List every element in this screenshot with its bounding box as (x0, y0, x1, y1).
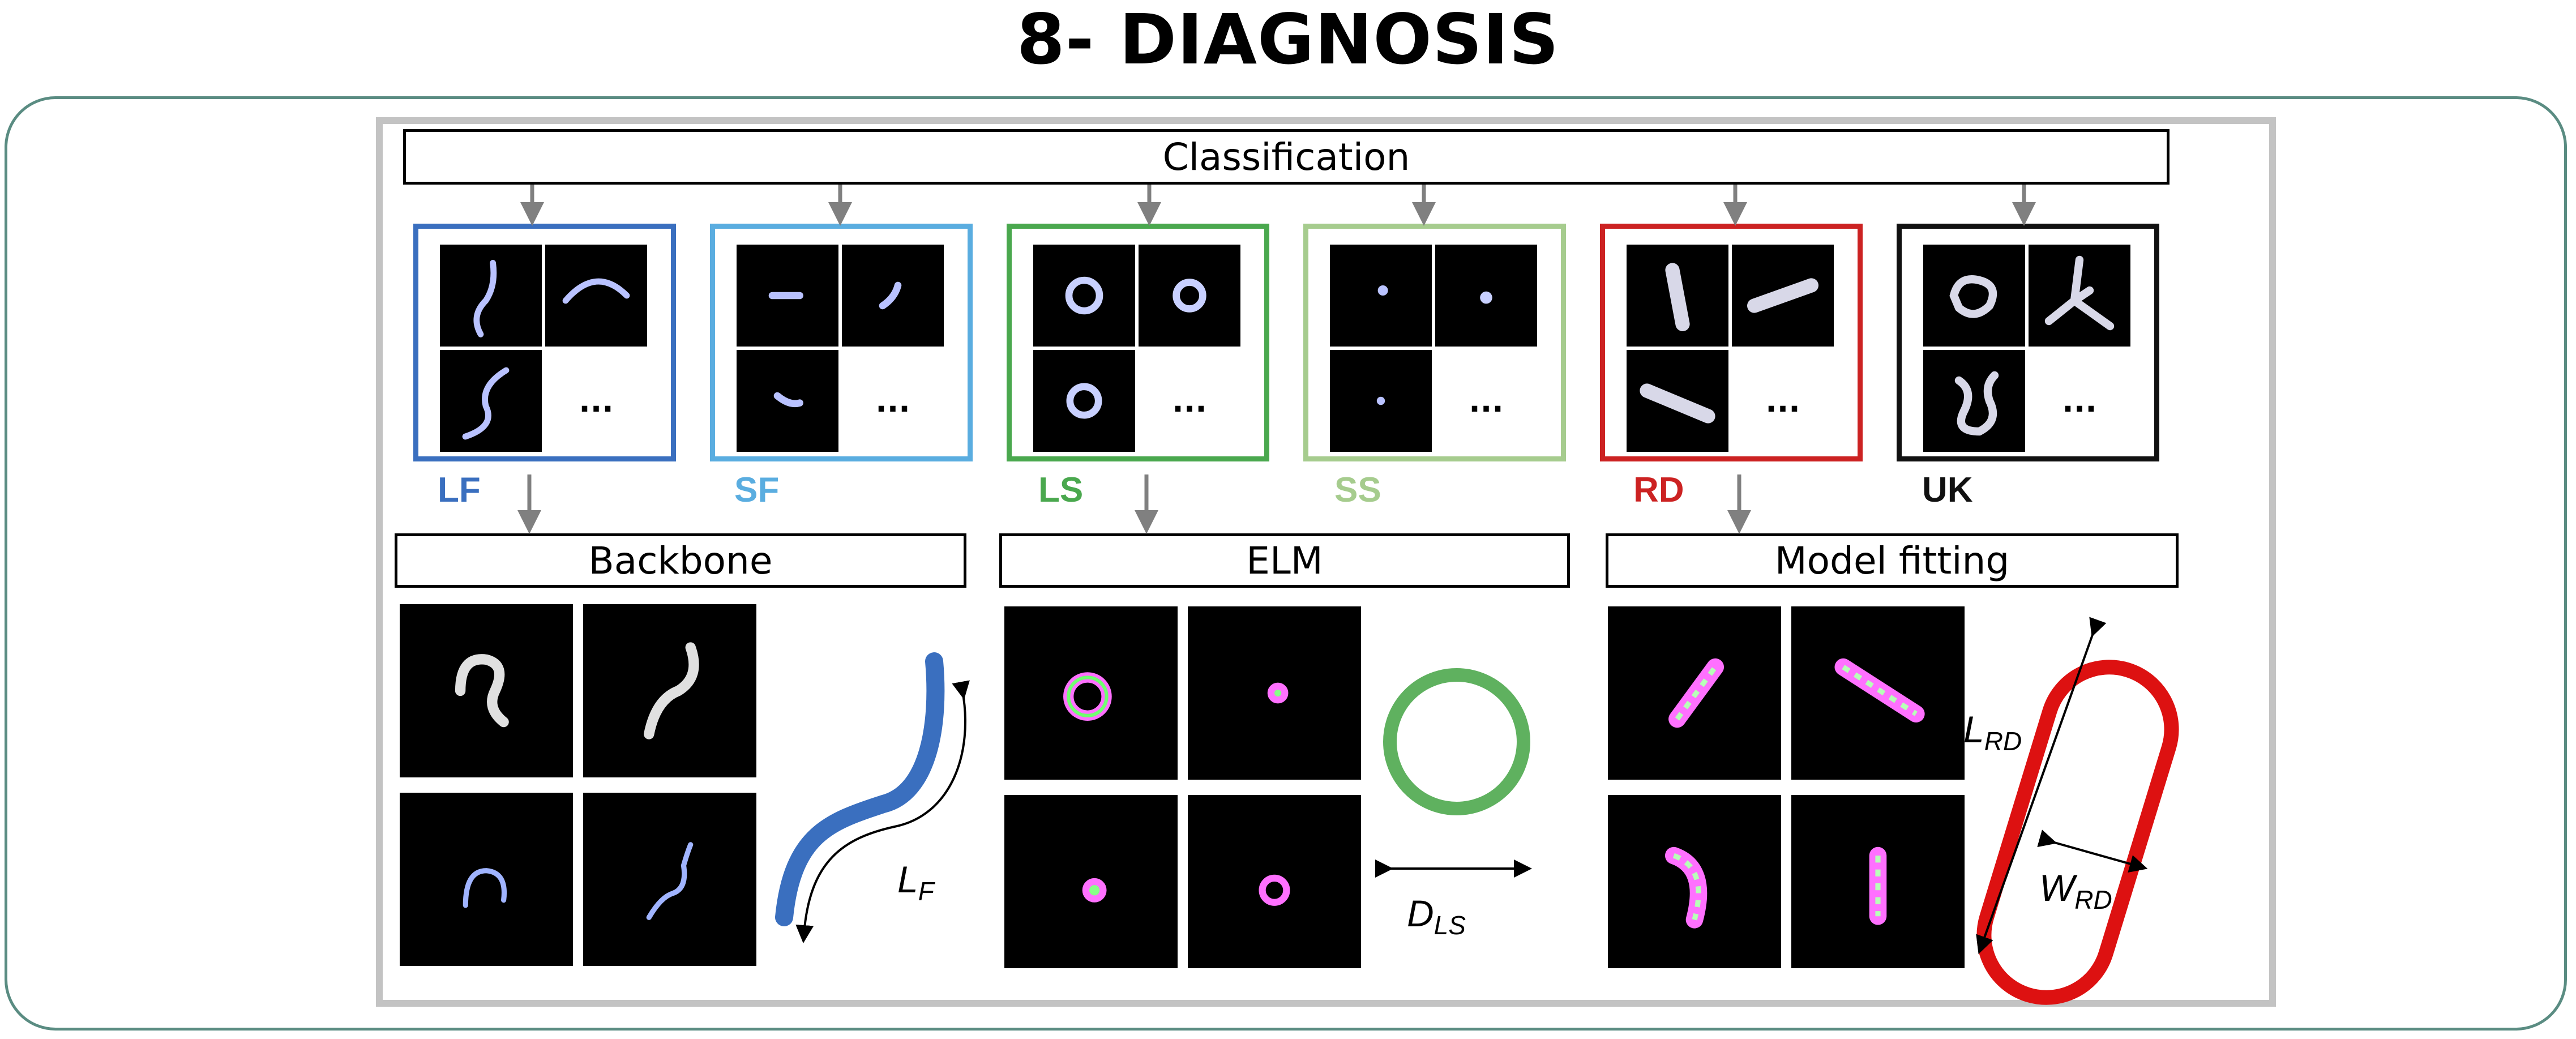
ellipsis: ... (1765, 383, 1800, 419)
ellipsis: ... (1172, 383, 1207, 419)
cell (544, 243, 649, 348)
elm-box: ELM (999, 533, 1570, 588)
cell (1032, 243, 1137, 348)
ellipsis: ... (1469, 383, 1504, 419)
elm-image (1188, 795, 1361, 968)
model-fitting-image (1791, 606, 1965, 780)
cell (438, 243, 544, 348)
cell (1922, 243, 2027, 348)
cell (1328, 243, 1434, 348)
cell (2027, 243, 2132, 348)
backbone-box: Backbone (395, 533, 966, 588)
cell (1137, 243, 1242, 348)
panel-ls: ... (1007, 224, 1269, 461)
backbone-image (583, 604, 756, 777)
panel-sf: ... (710, 224, 973, 461)
label-lf: LF (438, 471, 481, 510)
model-fitting-image (1791, 795, 1965, 968)
label-sf: SF (734, 471, 780, 510)
label-ss: SS (1334, 471, 1381, 510)
cell (1625, 243, 1730, 348)
elm-image (1004, 606, 1178, 780)
cell (438, 348, 544, 454)
model-fitting-image (1608, 795, 1781, 968)
cell (1730, 243, 1835, 348)
backbone-image (400, 604, 573, 777)
cell (735, 348, 840, 454)
cell (1032, 348, 1137, 454)
backbone-image (583, 793, 756, 966)
cell (735, 243, 840, 348)
label-ls: LS (1038, 471, 1084, 510)
backbone-label: Backbone (588, 538, 773, 583)
panel-lf: ... (413, 224, 676, 461)
lrd-label: LRD (1963, 708, 2022, 756)
cell (1625, 348, 1730, 454)
cell (1434, 243, 1539, 348)
diagnosis-frame (5, 96, 2567, 1031)
ellipsis: ... (579, 383, 614, 419)
elm-label: ELM (1246, 538, 1323, 583)
ellipsis: ... (875, 383, 910, 419)
cell (1922, 348, 2027, 454)
backbone-image (400, 793, 573, 966)
classification-label: Classification (1162, 135, 1410, 179)
wrd-label: WRD (2039, 867, 2112, 915)
model-fitting-label: Model fitting (1774, 538, 2010, 583)
classification-box: Classification (403, 129, 2170, 185)
dls-label: DLS (1407, 892, 1466, 940)
elm-image (1188, 606, 1361, 780)
lf-label: LF (897, 858, 934, 907)
label-rd: RD (1633, 471, 1684, 510)
panel-rd: ... (1600, 224, 1863, 461)
panel-ss: ... (1303, 224, 1566, 461)
page-title: 8- DIAGNOSIS (1016, 0, 1560, 80)
label-uk: UK (1922, 471, 1973, 510)
cell (1328, 348, 1434, 454)
model-fitting-image (1608, 606, 1781, 780)
panel-uk: ... (1897, 224, 2159, 461)
cell (840, 243, 945, 348)
elm-image (1004, 795, 1178, 968)
model-fitting-box: Model fitting (1606, 533, 2179, 588)
ellipsis: ... (2062, 383, 2097, 419)
